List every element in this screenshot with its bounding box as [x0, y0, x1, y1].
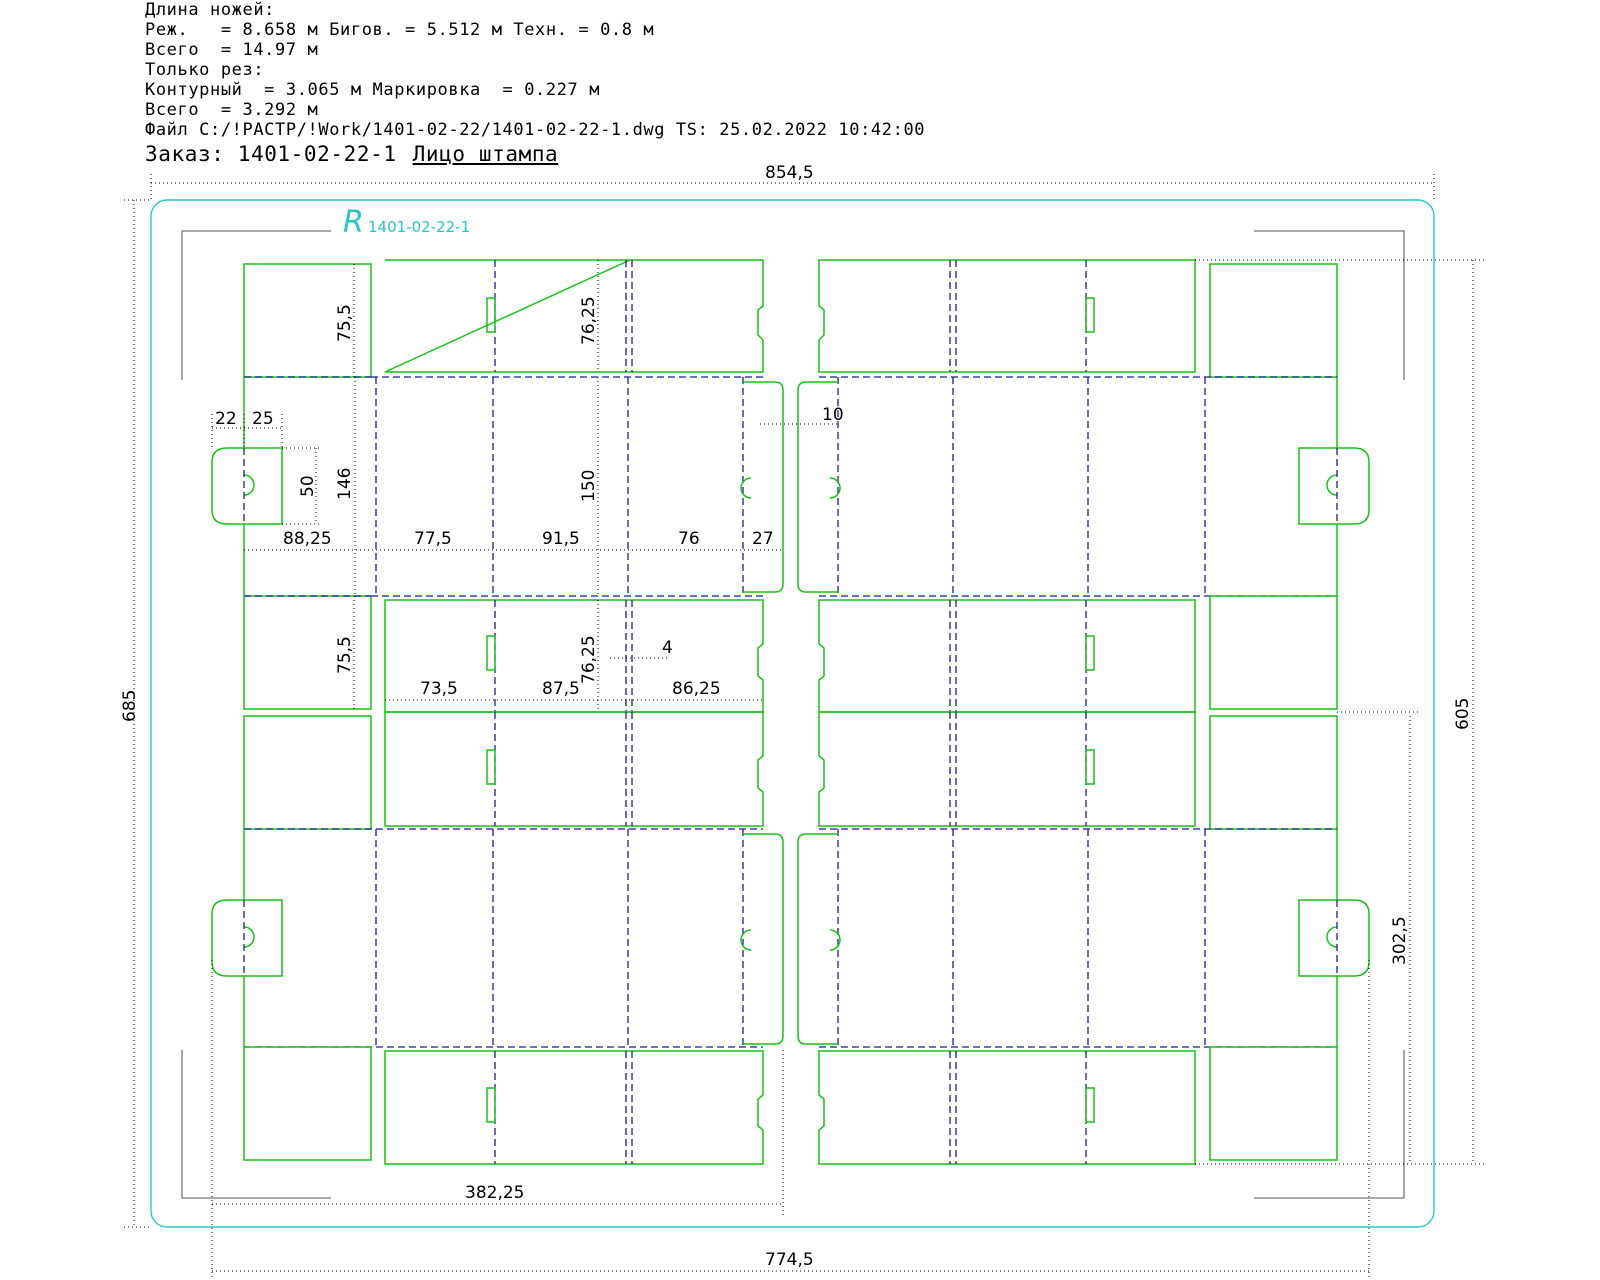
board-outline	[150, 199, 1435, 1228]
face-label: Лицо штампа	[412, 142, 559, 166]
dim-inner-width: 774,5	[765, 1250, 814, 1270]
header-line-knife-types: Реж. = 8.658 м Бигов. = 5.512 м Техн. = …	[145, 20, 655, 40]
dim-gap-4: 4	[662, 638, 673, 658]
dim-w-73: 73,5	[420, 679, 458, 699]
dim-gap-10: 10	[822, 405, 844, 425]
dim-w-76: 76	[678, 529, 700, 549]
dim-w-77: 77,5	[414, 529, 452, 549]
header-line-file: Файл C:/!РАСТР/!Work/1401-02-22/1401-02-…	[145, 120, 926, 140]
header-line-knife-length: Длина ножей:	[145, 0, 276, 20]
dim-handle-25: 25	[252, 409, 274, 429]
logo: R 1401-02-22-1	[343, 205, 470, 240]
header-line-contour: Контурный = 3.065 м Маркировка = 0.227 м	[145, 80, 601, 100]
dim-half-width: 382,25	[465, 1183, 524, 1203]
dim-inner-height: 605	[1453, 698, 1473, 730]
left-half	[211, 259, 784, 1165]
dim-overall-width: 854,5	[765, 163, 814, 183]
dim-w-27: 27	[752, 529, 774, 549]
dim-flap-bottom-mid: 76,25	[579, 635, 599, 684]
dimension-labels: 854,5 685 774,5 605 382,25 302,5 75,5 76…	[120, 163, 1473, 1270]
dim-half-height: 302,5	[1390, 916, 1410, 965]
corner-marks	[181, 230, 1405, 1199]
drawing-info-header: Длина ножей: Реж. = 8.658 м Бигов. = 5.5…	[145, 0, 1145, 167]
header-line-total: Всего = 14.97 м	[145, 40, 319, 60]
order-label: Заказ: 1401-02-22-1	[145, 142, 397, 166]
dim-flap-bottom-left: 75,5	[335, 636, 355, 674]
dim-handle-50: 50	[298, 475, 318, 497]
logo-text: 1401-02-22-1	[368, 218, 470, 236]
right-half	[797, 259, 1370, 1165]
dim-overall-height: 685	[120, 690, 140, 722]
dim-w-91: 91,5	[542, 529, 580, 549]
logo-mark: R	[343, 205, 364, 240]
dim-flap-top-left: 75,5	[335, 304, 355, 342]
dim-flap-top-mid: 76,25	[579, 296, 599, 345]
header-line-cut-total: Всего = 3.292 м	[145, 100, 319, 120]
dim-height-146: 146	[335, 468, 355, 500]
dim-w-87: 87,5	[542, 679, 580, 699]
header-line-cut-only: Только рез:	[145, 60, 265, 80]
dim-height-150: 150	[579, 470, 599, 502]
dimension-lines	[124, 174, 1485, 1280]
order-line: Заказ: 1401-02-22-1 Лицо штампа	[145, 141, 1145, 167]
dim-handle-22: 22	[215, 409, 237, 429]
dim-w-88: 88,25	[283, 529, 332, 549]
dim-w-86: 86,25	[672, 679, 721, 699]
